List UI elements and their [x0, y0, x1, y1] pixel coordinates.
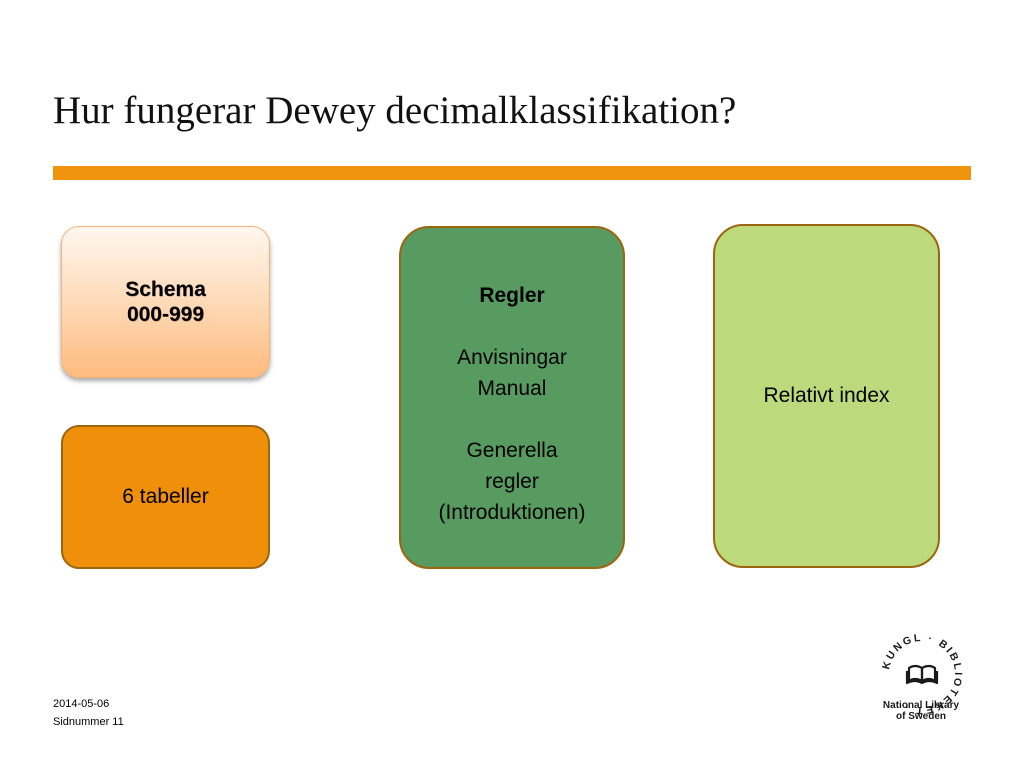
slide-title: Hur fungerar Dewey decimalklassifikation…: [53, 89, 737, 132]
regler-line-regler: regler: [485, 470, 539, 493]
title-underline-bar: [53, 166, 971, 180]
schema-range: 000-999: [126, 303, 205, 326]
footer-date: 2014-05-06: [53, 698, 110, 710]
logo-caption-line1: National Library: [882, 700, 960, 711]
logo-caption-line2: of Sweden: [895, 711, 946, 722]
tabeller-label: 6 tabeller: [122, 485, 209, 508]
relativt-index-label: Relativt index: [763, 384, 890, 407]
schema-label: Schema: [125, 278, 206, 301]
footer-page-number: Sidnummer 11: [53, 716, 124, 728]
schema-box: Schema 000-999: [61, 226, 270, 378]
regler-box: Regler Anvisningar Manual Generella regl…: [399, 226, 625, 569]
regler-line-manual: Manual: [477, 377, 547, 400]
regler-line-generella: Generella: [466, 439, 558, 462]
tabeller-box: 6 tabeller: [61, 425, 270, 569]
regler-line-anvisningar: Anvisningar: [457, 346, 567, 369]
relativt-index-box: Relativt index: [713, 224, 940, 568]
regler-heading: Regler: [479, 284, 545, 307]
regler-line-introduktionen: (Introduktionen): [438, 501, 586, 524]
logo-caption: National Library of Sweden: [866, 700, 976, 722]
kungl-biblioteket-seal-icon: KUNGL · BIBLIOTEKET ·: [880, 632, 962, 716]
